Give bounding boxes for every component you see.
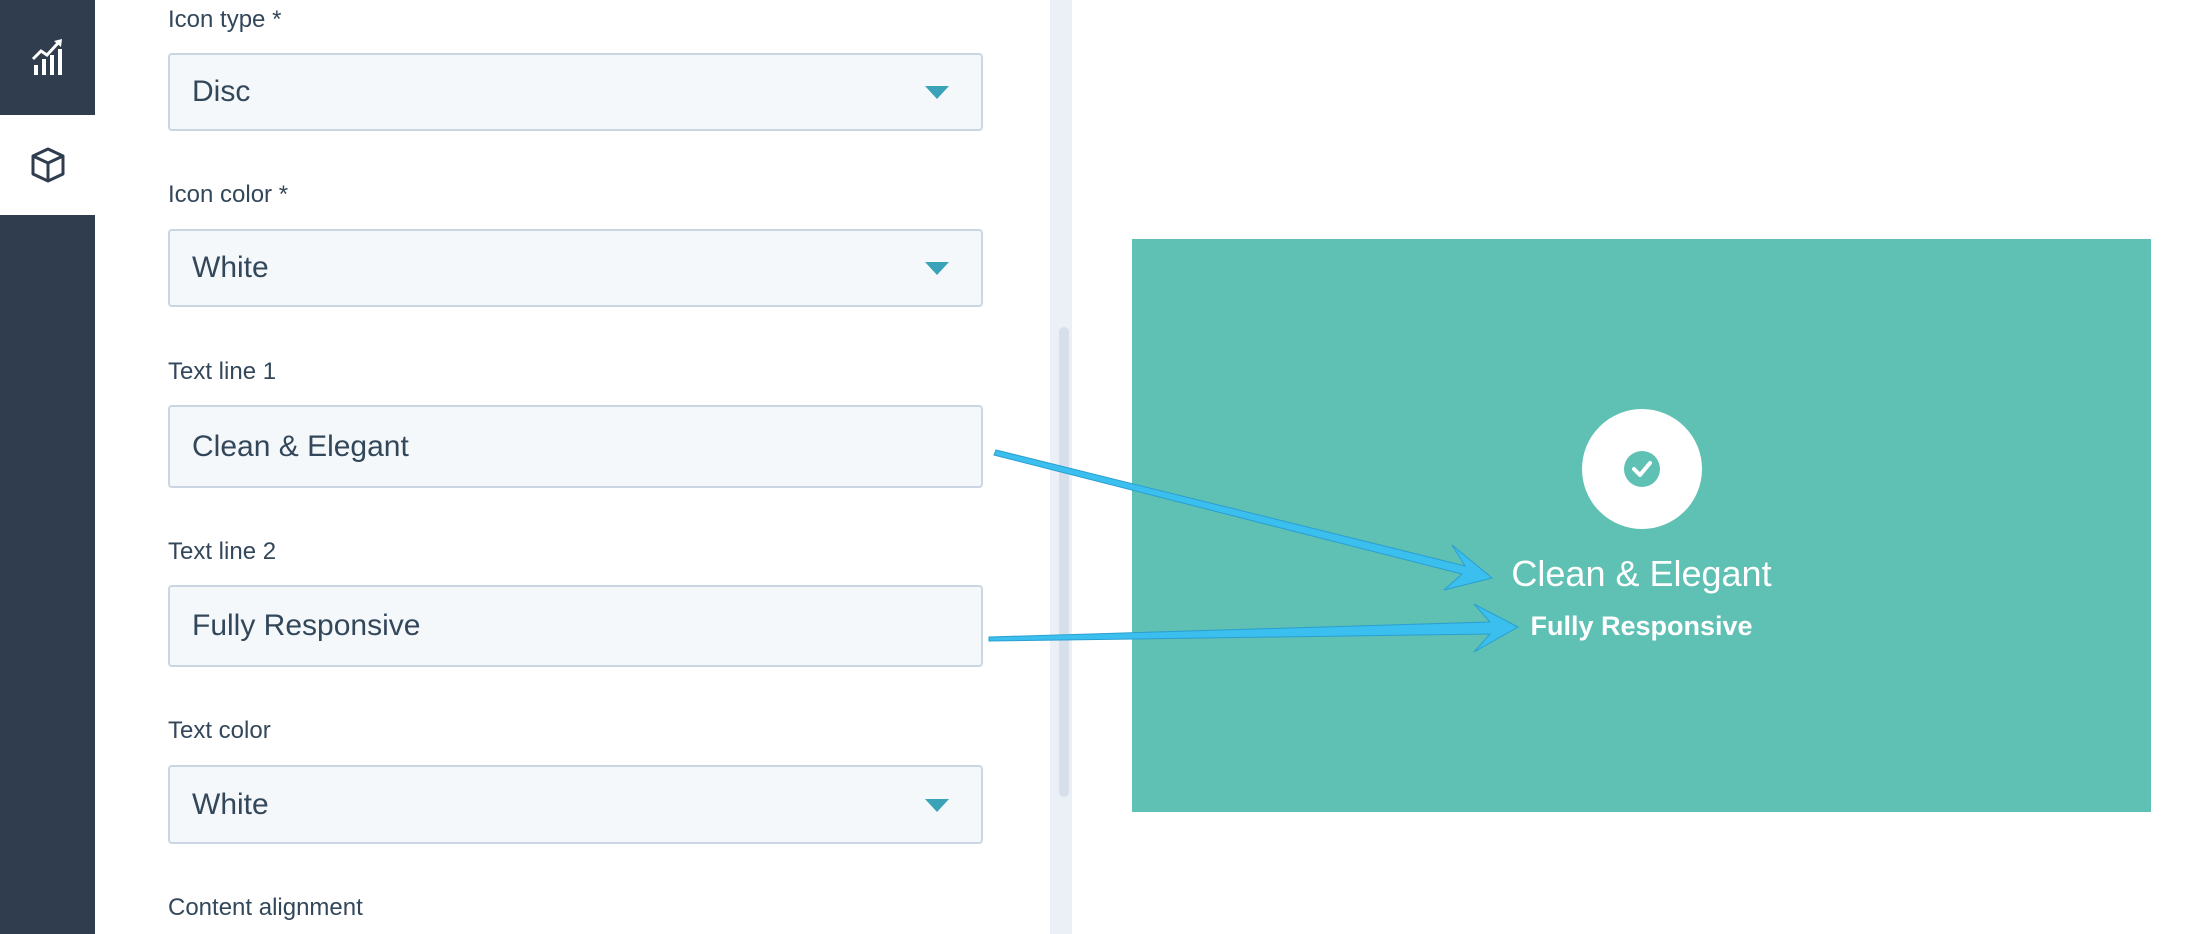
content-alignment-label: Content alignment xyxy=(168,894,363,921)
icon-color-select[interactable]: White xyxy=(168,229,983,307)
caret-down-icon xyxy=(925,86,949,99)
preview-subtitle: Fully Responsive xyxy=(1530,611,1753,641)
caret-down-icon xyxy=(925,262,949,275)
text-color-select[interactable]: White xyxy=(168,765,983,844)
text-line-2-input[interactable]: Fully Responsive xyxy=(168,585,983,667)
sidebar xyxy=(0,0,95,934)
icon-color-label: Icon color * xyxy=(168,181,289,208)
icon-type-select[interactable]: Disc xyxy=(168,53,983,131)
text-line-2-label: Text line 2 xyxy=(168,538,277,565)
preview-title: Clean & Elegant xyxy=(1511,553,1772,594)
icon-type-label: Icon type * xyxy=(168,6,282,33)
text-line-1-input[interactable]: Clean & Elegant xyxy=(168,405,983,488)
scrollbar-thumb[interactable] xyxy=(1059,327,1069,797)
icon-color-value: White xyxy=(192,251,269,284)
icon-disc xyxy=(1582,409,1702,529)
icon-type-value: Disc xyxy=(192,75,251,108)
chart-growth-icon xyxy=(31,38,62,75)
check-circle-icon xyxy=(1624,451,1660,487)
cube-icon xyxy=(31,147,64,183)
text-line-1-value: Clean & Elegant xyxy=(192,429,409,463)
text-line-1-label: Text line 1 xyxy=(168,358,277,385)
caret-down-icon xyxy=(925,798,949,812)
text-color-label: Text color xyxy=(168,717,271,744)
text-line-2-value: Fully Responsive xyxy=(192,609,421,642)
sidebar-item-modules[interactable] xyxy=(0,115,95,215)
sidebar-item-reports[interactable] xyxy=(0,0,95,115)
text-color-value: White xyxy=(192,787,269,821)
